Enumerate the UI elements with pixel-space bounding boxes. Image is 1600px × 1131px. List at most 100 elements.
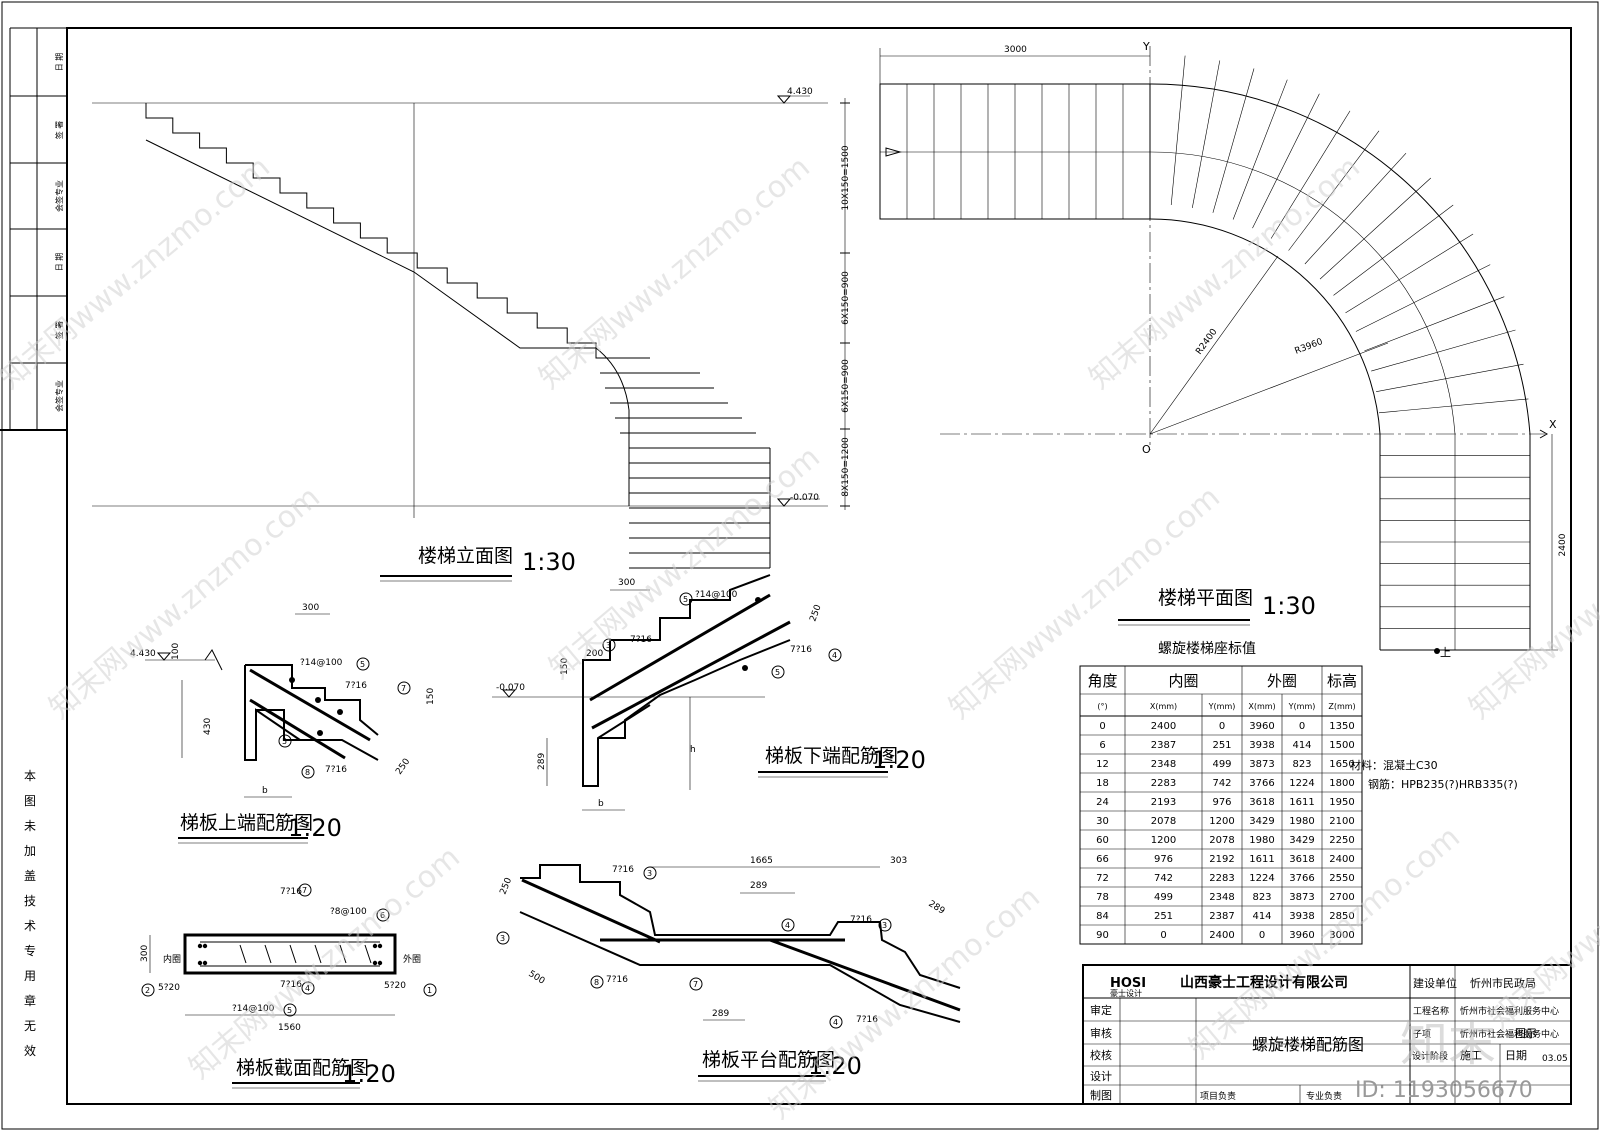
table-subheader: Y(mm) bbox=[1208, 702, 1236, 711]
watermark-text: 知末网www.znzmo.com bbox=[183, 840, 467, 1086]
table-cell: 2700 bbox=[1329, 892, 1354, 903]
dt-dim-300: 300 bbox=[302, 603, 319, 613]
plan-dim-right: 2400 bbox=[1558, 533, 1568, 556]
side-note-char: 盖 bbox=[24, 869, 36, 883]
table-cell: 823 bbox=[1252, 892, 1271, 903]
side-note-char: 用 bbox=[24, 969, 36, 983]
coordinate-table: 螺旋楼梯座标值 角度内圈外圈标高(°)X(mm)Y(mm)X(mm)Y(mm)Z… bbox=[1079, 641, 1363, 945]
table-cell: 2387 bbox=[1151, 740, 1176, 751]
watermark-text: 知末网www.znzmo.com bbox=[0, 150, 277, 396]
table-cell: 3938 bbox=[1249, 740, 1274, 751]
table-cell: 66 bbox=[1096, 854, 1109, 865]
table-cell: 251 bbox=[1212, 740, 1231, 751]
elev-scale: 1:30 bbox=[522, 548, 576, 576]
table-header: 外圈 bbox=[1267, 672, 1297, 690]
table-cell: 2250 bbox=[1329, 835, 1354, 846]
table-header: 内圈 bbox=[1168, 672, 1198, 690]
svg-text:8: 8 bbox=[594, 978, 599, 987]
plan-up-mark: 上 bbox=[1440, 646, 1451, 659]
table-cell: 1200 bbox=[1151, 835, 1176, 846]
table-cell: 1950 bbox=[1329, 797, 1354, 808]
item: 忻州市社会福利服务中心 bbox=[1460, 1028, 1559, 1040]
ds-label-4: 5?20 bbox=[158, 983, 180, 993]
ds-label-5: ?14@100 bbox=[232, 1004, 275, 1014]
table-cell: 12 bbox=[1096, 759, 1109, 770]
table-cell: 1350 bbox=[1329, 721, 1354, 732]
dp-dim-500: 500 bbox=[526, 969, 546, 987]
strip-date-1: 日 期 bbox=[55, 53, 64, 72]
table-cell: 1650 bbox=[1329, 759, 1354, 770]
db-title: 梯板下端配筋图 bbox=[765, 745, 898, 767]
db-dim-289: 289 bbox=[537, 753, 547, 770]
dt-dim-100: 100 bbox=[171, 643, 181, 660]
table-subheader: Y(mm) bbox=[1288, 702, 1316, 711]
svg-text:5: 5 bbox=[683, 595, 688, 604]
strip-spec-1: 会签专业 bbox=[54, 180, 64, 212]
db-dim-200: 200 bbox=[586, 649, 603, 659]
table-cell: 976 bbox=[1154, 854, 1173, 865]
svg-text:4: 4 bbox=[785, 921, 790, 930]
svg-text:3: 3 bbox=[500, 934, 505, 943]
elev-dim-2: 6X150=900 bbox=[841, 271, 851, 325]
strip-spec-2: 会签专业 bbox=[54, 380, 64, 412]
svg-text:7: 7 bbox=[693, 980, 698, 989]
table-cell: 2550 bbox=[1329, 873, 1354, 884]
dp-dim-289c: 289 bbox=[926, 899, 946, 917]
watermark-text: 知末网www.znzmo.com bbox=[1463, 480, 1600, 726]
date-label: 日期 bbox=[1505, 1049, 1527, 1062]
role-approve: 审定 bbox=[1090, 1003, 1112, 1017]
role-review: 审核 bbox=[1090, 1026, 1112, 1040]
db-dim-b: b bbox=[598, 799, 604, 809]
table-cell: 0 bbox=[1259, 930, 1265, 941]
watermark-text: 知末网www.znzmo.com bbox=[1083, 150, 1367, 396]
table-cell: 3873 bbox=[1289, 892, 1314, 903]
dp-title: 梯板平台配筋图 bbox=[702, 1049, 835, 1071]
dp-dim-289a: 289 bbox=[750, 881, 767, 891]
svg-text:3: 3 bbox=[882, 921, 887, 930]
svg-text:5: 5 bbox=[775, 668, 780, 677]
table-cell: 414 bbox=[1252, 911, 1271, 922]
table-cell: 3618 bbox=[1249, 797, 1274, 808]
table-cell: 1611 bbox=[1249, 854, 1274, 865]
side-note-char: 本 bbox=[24, 769, 36, 783]
watermark-text: 知末网www.znzmo.com bbox=[543, 440, 827, 686]
dp-dim-250: 250 bbox=[499, 876, 515, 896]
watermark-text: 知末网www.znzmo.com bbox=[1483, 790, 1600, 1036]
table-cell: 499 bbox=[1212, 759, 1231, 770]
proj-lead: 项目负责 bbox=[1200, 1090, 1236, 1102]
detail-top-end: 4.430 300 100 430 150 250 b ?14@100 5 7?… bbox=[130, 603, 436, 844]
table-cell: 2192 bbox=[1209, 854, 1234, 865]
table-cell: 1224 bbox=[1289, 778, 1314, 789]
table-subheader: X(mm) bbox=[1150, 702, 1177, 711]
plan-axis-y: Y bbox=[1142, 40, 1150, 53]
role-design: 设计 bbox=[1090, 1070, 1112, 1083]
ds-label-3: 7?16 bbox=[280, 980, 302, 990]
role-draw: 制图 bbox=[1090, 1089, 1112, 1102]
table-cell: 60 bbox=[1096, 835, 1109, 846]
svg-text:1: 1 bbox=[427, 986, 432, 995]
table-cell: 0 bbox=[1160, 930, 1166, 941]
table-cell: 2078 bbox=[1209, 835, 1234, 846]
dt-dim-430: 430 bbox=[203, 718, 213, 735]
svg-text:6: 6 bbox=[380, 911, 385, 920]
detail-platform: 1665 303 289 289 250 500 289 7?16 3 4 7?… bbox=[496, 856, 961, 1082]
side-note-char: 加 bbox=[24, 844, 36, 858]
elev-dim-4: 8X150=1200 bbox=[841, 437, 851, 497]
material-steel: 钢筋：HPB235(?)HRB335(?) bbox=[1368, 777, 1518, 791]
side-note-char: 效 bbox=[24, 1043, 36, 1058]
material-concrete: 材料：混凝土C30 bbox=[1350, 758, 1438, 772]
table-subheader: X(mm) bbox=[1248, 702, 1275, 711]
plan-origin: O bbox=[1142, 443, 1151, 456]
table-header: 角度 bbox=[1087, 672, 1117, 690]
table-cell: 2078 bbox=[1151, 816, 1176, 827]
strip-sign-2: 签 署 bbox=[54, 321, 64, 340]
table-cell: 3000 bbox=[1329, 930, 1354, 941]
table-cell: 24 bbox=[1096, 797, 1109, 808]
table-cell: 3766 bbox=[1249, 778, 1274, 789]
drawing-name: 螺旋楼梯配筋图 bbox=[1252, 1035, 1364, 1054]
table-cell: 1224 bbox=[1249, 873, 1274, 884]
ds-outer: 外圈 bbox=[403, 953, 421, 965]
svg-text:4: 4 bbox=[833, 1018, 838, 1027]
client-label: 建设单位 bbox=[1413, 976, 1457, 990]
detail-bottom-end: -0.070 300 150 200 250 289 b h ?14@100 5… bbox=[492, 574, 926, 811]
